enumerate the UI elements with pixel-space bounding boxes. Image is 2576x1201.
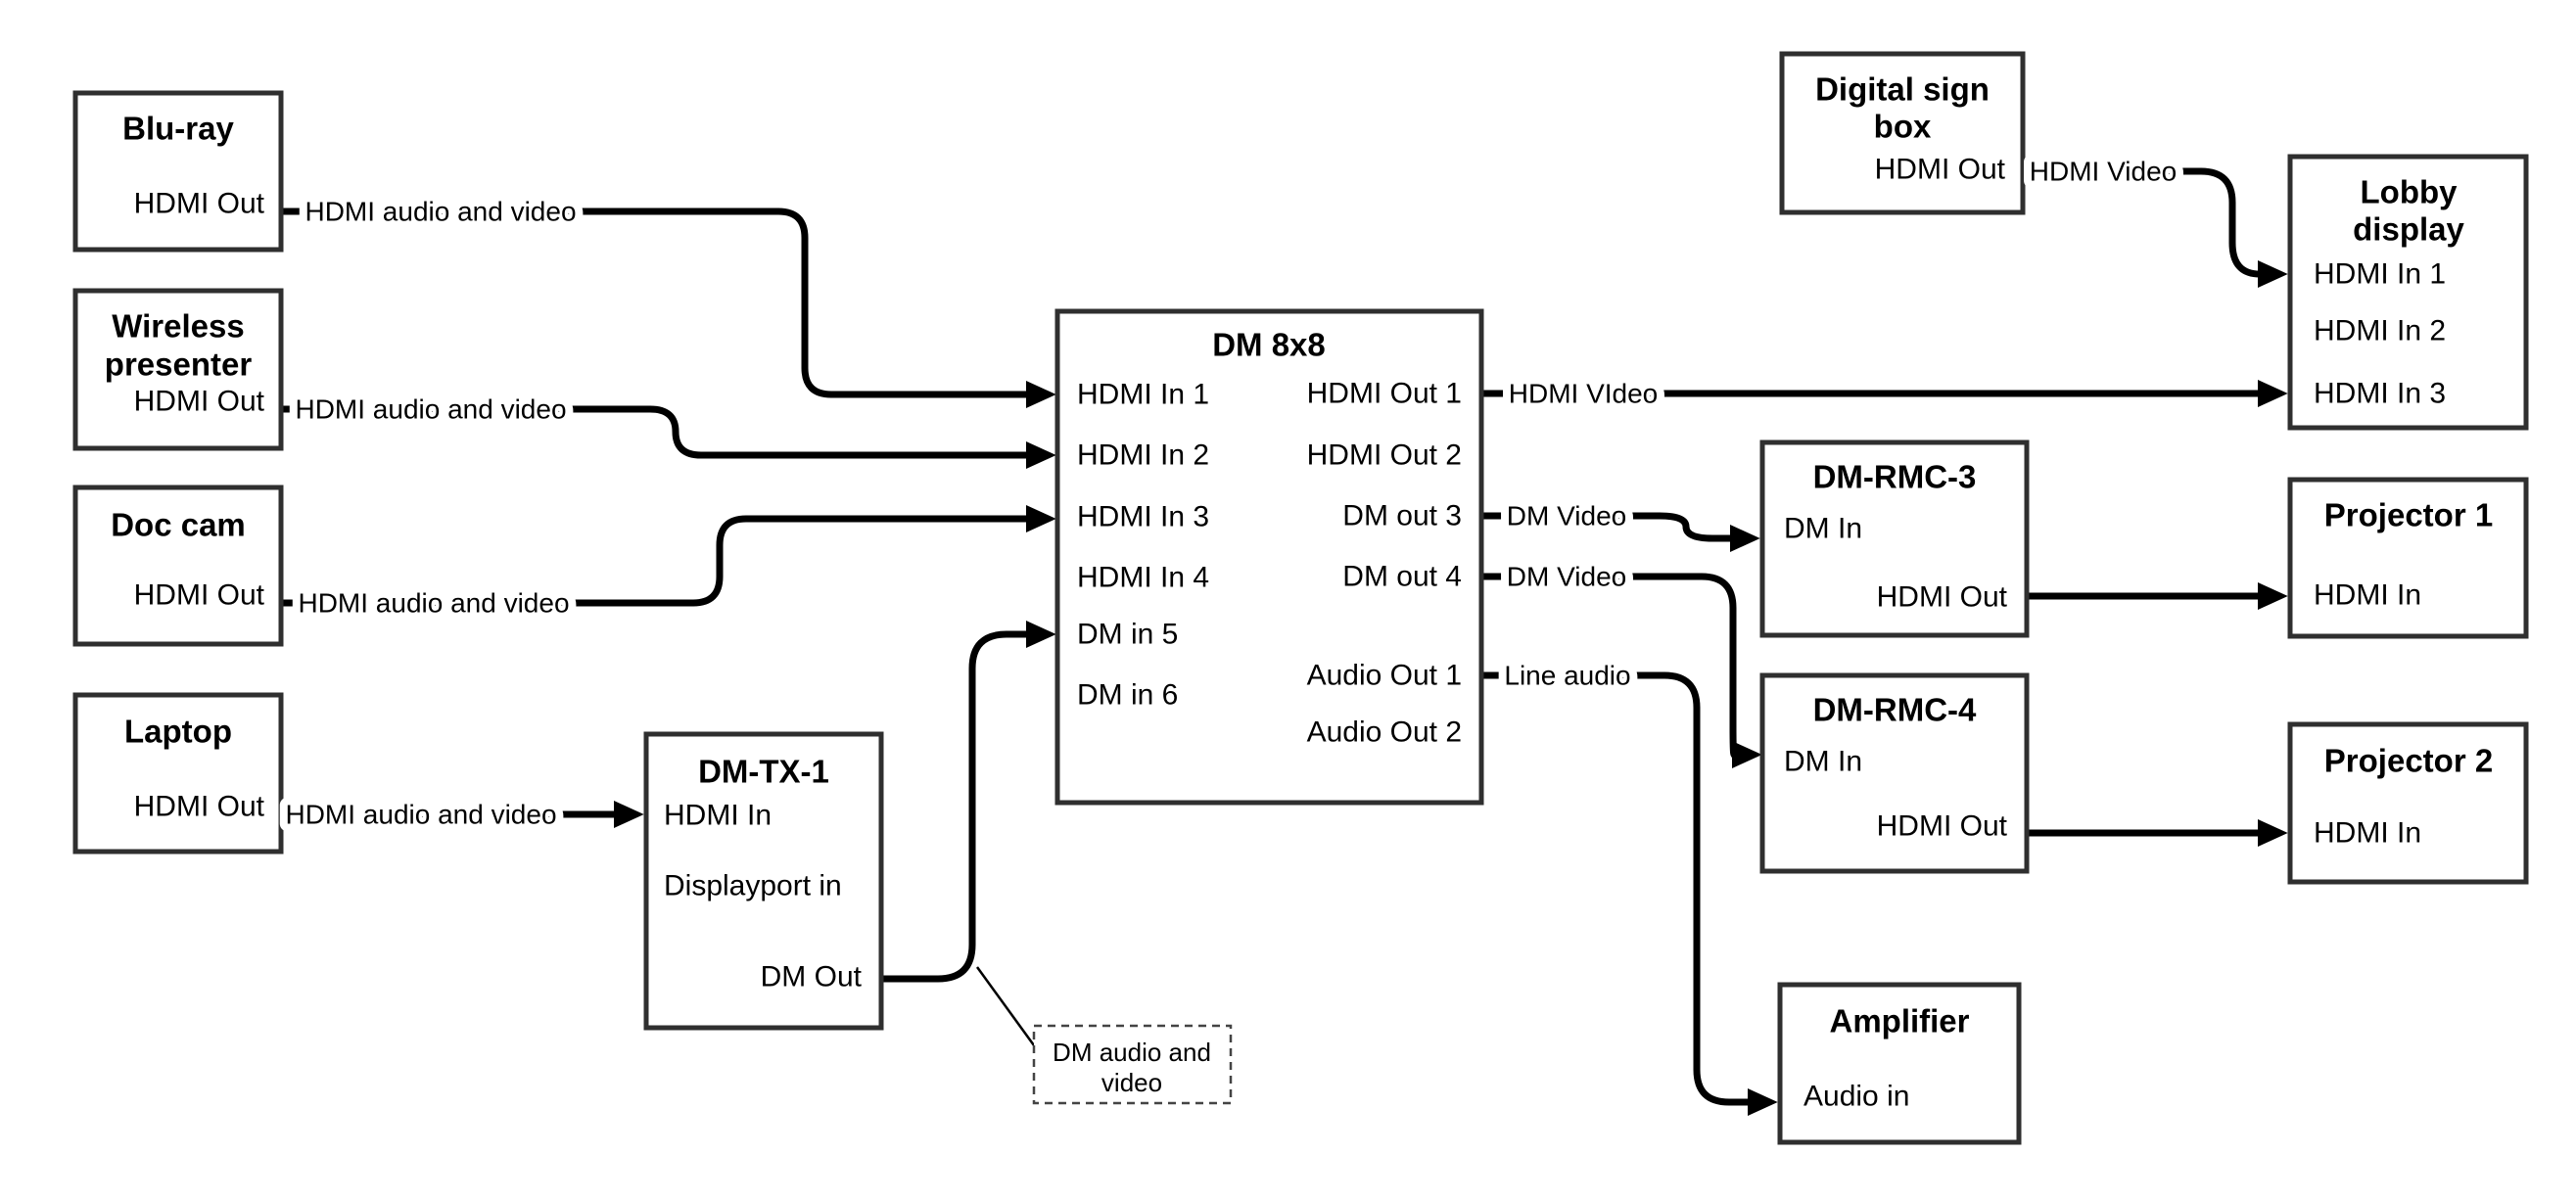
annotation-leader-line (975, 966, 1036, 1046)
dm-8x8-port-hdmi-in-1: HDMI In 1 (1077, 379, 1209, 411)
dm-8x8-port-hdmi-in-4: HDMI In 4 (1077, 562, 1209, 594)
dm-8x8-port-audio-out-1: Audio Out 1 (1307, 660, 1462, 692)
dm-rmc-3-box (1759, 439, 2030, 638)
edges (281, 167, 2288, 1116)
dm-8x8-port-hdmi-out-1: HDMI Out 1 (1307, 378, 1462, 410)
projector-1-box (2287, 477, 2529, 639)
digital-sign-box-title-line1: Digital sign (1815, 71, 1990, 108)
digital-sign-box-title-line2: box (1874, 109, 1932, 145)
edge-dm8x8-dm-out-3-to-dm-rmc-3 (1481, 512, 1760, 552)
digital-sign-box-port-hdmi-out: HDMI Out (1875, 154, 2006, 186)
lobby-display-title-line2: display (2353, 211, 2464, 248)
doc-cam-port-hdmi-out: HDMI Out (134, 579, 265, 612)
bluray-box (72, 90, 284, 253)
wireless-presenter-title-line2: presenter (105, 346, 253, 383)
edge-label-laptop: HDMI audio and video (285, 800, 556, 830)
doc-cam-box (72, 485, 284, 647)
dm-rmc-4-port-dm-in: DM In (1784, 746, 1862, 778)
edge-bluray-to-dm8x8-hdmi-in-1 (281, 208, 1056, 408)
dm-rmc-3-port-dm-in: DM In (1784, 513, 1862, 545)
laptop-box (72, 692, 284, 855)
annotation-text-line1: DM audio and (1053, 1038, 1211, 1067)
nodes: Blu-ray HDMI Out Wireless presenter HDMI… (72, 51, 2529, 1145)
edge-dm8x8-dm-out-4-to-dm-rmc-4 (1481, 573, 1762, 768)
doc-cam-title: Doc cam (111, 507, 246, 543)
lobby-display-port-hdmi-in-2: HDMI In 2 (2314, 315, 2446, 347)
dm-8x8-port-dm-out-4: DM out 4 (1342, 561, 1462, 593)
edge-doc-cam-to-dm8x8-hdmi-in-3 (281, 505, 1056, 607)
dm-rmc-4-title: DM-RMC-4 (1813, 692, 1977, 728)
dm-8x8-port-hdmi-in-2: HDMI In 2 (1077, 439, 1209, 472)
lobby-display-title-line1: Lobby (2361, 174, 2459, 210)
dm-8x8-port-audio-out-2: Audio Out 2 (1307, 716, 1462, 749)
edge-label-digital-sign-box: HDMI Video (2030, 157, 2177, 187)
dm-8x8-box (1054, 308, 1484, 806)
dm-8x8-port-dm-out-3: DM out 3 (1342, 500, 1462, 532)
projector-1-title: Projector 1 (2324, 497, 2493, 533)
dm-tx-1-box (643, 731, 884, 1031)
amplifier-port-audio-in: Audio in (1803, 1081, 1909, 1113)
amplifier-title: Amplifier (1829, 1003, 1969, 1039)
wireless-presenter-title-line1: Wireless (112, 308, 244, 345)
edge-wireless-presenter-to-dm8x8-hdmi-in-2 (281, 405, 1056, 469)
annotation-text-line2: video (1101, 1068, 1162, 1097)
lobby-display-box (2287, 154, 2529, 431)
wireless-presenter-box (72, 288, 284, 451)
dm-tx-1-port-displayport-in: Displayport in (664, 870, 842, 902)
edge-label-doc-cam: HDMI audio and video (298, 588, 569, 619)
annotation-dm-audio-and-video: DM audio and video (1032, 1024, 1233, 1105)
dm-8x8-title: DM 8x8 (1212, 327, 1326, 363)
edge-label-dm-out-3: DM Video (1507, 501, 1626, 531)
projector-2-port-hdmi-in: HDMI In (2314, 817, 2421, 850)
dm-tx-1-port-hdmi-in: HDMI In (664, 800, 772, 832)
dm-8x8-port-dm-in-6: DM in 6 (1077, 679, 1178, 712)
edge-label-hdmi-out-1: HDMI VIdeo (1509, 379, 1659, 409)
dm-rmc-4-box (1759, 672, 2030, 874)
wireless-presenter-port-hdmi-out: HDMI Out (134, 386, 265, 418)
dm-8x8-port-hdmi-out-2: HDMI Out 2 (1307, 439, 1462, 472)
edge-digital-sign-box-to-lobby-hdmi-in-1 (2023, 167, 2288, 288)
lobby-display-port-hdmi-in-1: HDMI In 1 (2314, 258, 2446, 291)
dm-rmc-3-port-hdmi-out: HDMI Out (1877, 581, 2008, 614)
edge-label-dm-out-4: DM Video (1507, 562, 1626, 592)
projector-2-title: Projector 2 (2324, 743, 2493, 779)
edge-label-audio-out-1: Line audio (1504, 661, 1630, 691)
projector-2-box (2287, 721, 2529, 885)
edge-label-wireless-presenter: HDMI audio and video (295, 394, 566, 425)
dm-8x8-port-dm-in-5: DM in 5 (1077, 619, 1178, 651)
dm-rmc-3-title: DM-RMC-3 (1813, 459, 1977, 495)
edge-label-bluray: HDMI audio and video (304, 197, 576, 227)
projector-1-port-hdmi-in: HDMI In (2314, 579, 2421, 612)
edge-dm8x8-audio-out-1-to-amplifier (1481, 671, 1778, 1116)
bluray-title: Blu-ray (122, 111, 234, 147)
lobby-display-port-hdmi-in-3: HDMI In 3 (2314, 378, 2446, 410)
dm-rmc-4-port-hdmi-out: HDMI Out (1877, 810, 2008, 843)
amplifier-box (1777, 982, 2022, 1145)
bluray-port-hdmi-out: HDMI Out (134, 188, 265, 220)
edge-dm-tx-1-dm-out-to-dm8x8-dm-in-5 (881, 621, 1056, 983)
laptop-port-hdmi-out: HDMI Out (134, 791, 265, 823)
annotation-box (1032, 1024, 1233, 1105)
dm-tx-1-title: DM-TX-1 (698, 754, 829, 790)
dm-tx-1-port-dm-out: DM Out (761, 961, 863, 993)
laptop-title: Laptop (124, 714, 232, 750)
dm-8x8-port-hdmi-in-3: HDMI In 3 (1077, 501, 1209, 533)
digital-sign-box (1779, 51, 2026, 215)
